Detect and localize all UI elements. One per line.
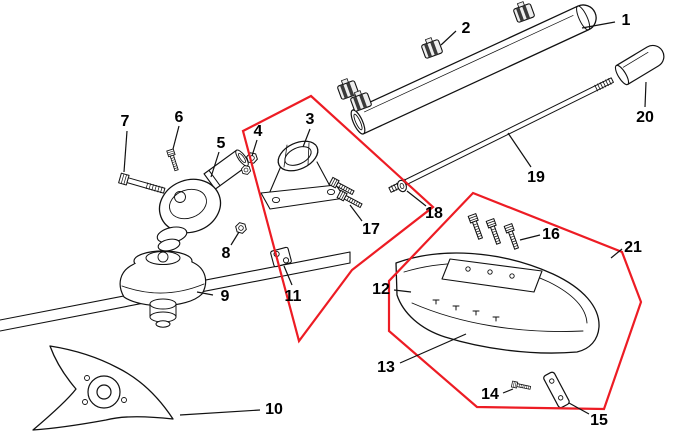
part-label-17: 17 xyxy=(362,221,380,238)
guard-bolt-3 xyxy=(503,223,521,251)
part-label-11: 11 xyxy=(285,288,302,305)
part-label-15: 15 xyxy=(590,412,608,429)
tube-clamp-nut-2 xyxy=(511,0,536,24)
gearhead-top-bolt xyxy=(166,148,181,172)
part-label-16: 16 xyxy=(542,226,560,243)
part-label-1: 1 xyxy=(622,12,631,29)
part-label-14: 14 xyxy=(481,386,499,403)
part-label-8: 8 xyxy=(222,245,231,262)
gear-head xyxy=(156,149,249,252)
guard-clip-marks xyxy=(432,299,500,322)
part-label-21: 21 xyxy=(624,239,642,256)
shaft-clamp-bracket xyxy=(260,140,346,210)
part-label-9: 9 xyxy=(221,288,230,305)
highlight-outline-guard-kit xyxy=(387,191,643,411)
part-label-2: 2 xyxy=(462,20,471,37)
cutter-bolt xyxy=(511,380,532,392)
end-sleeve xyxy=(614,44,665,86)
part-label-6: 6 xyxy=(175,109,184,126)
part-label-5: 5 xyxy=(217,135,226,152)
gearhead-nut xyxy=(233,221,249,235)
guard-bolt-2 xyxy=(485,218,503,246)
washer xyxy=(397,179,407,193)
long-bolt xyxy=(118,172,166,194)
guard-bolt-1 xyxy=(467,213,485,241)
part-label-3: 3 xyxy=(306,111,315,128)
part-label-19: 19 xyxy=(527,169,545,186)
part-label-13: 13 xyxy=(377,359,395,376)
part-label-18: 18 xyxy=(425,205,443,222)
brush-blade xyxy=(32,345,174,431)
part-label-12: 12 xyxy=(372,281,390,298)
part-label-10: 10 xyxy=(265,401,283,418)
part-label-20: 20 xyxy=(636,109,654,126)
shaft-tube xyxy=(350,4,597,135)
tube-clamp-nut-1 xyxy=(419,35,444,60)
part-label-7: 7 xyxy=(121,113,130,130)
highlight-outline-clamp-kit xyxy=(241,94,435,344)
part-labels: 1 2 3 4 5 6 7 8 9 10 11 12 13 14 15 16 1… xyxy=(121,12,654,429)
leader-lines xyxy=(123,21,647,416)
part-label-4: 4 xyxy=(254,123,263,140)
guard-cup xyxy=(119,250,207,328)
line-cutter-blade xyxy=(543,371,570,409)
guard-mount-plate xyxy=(441,258,543,293)
